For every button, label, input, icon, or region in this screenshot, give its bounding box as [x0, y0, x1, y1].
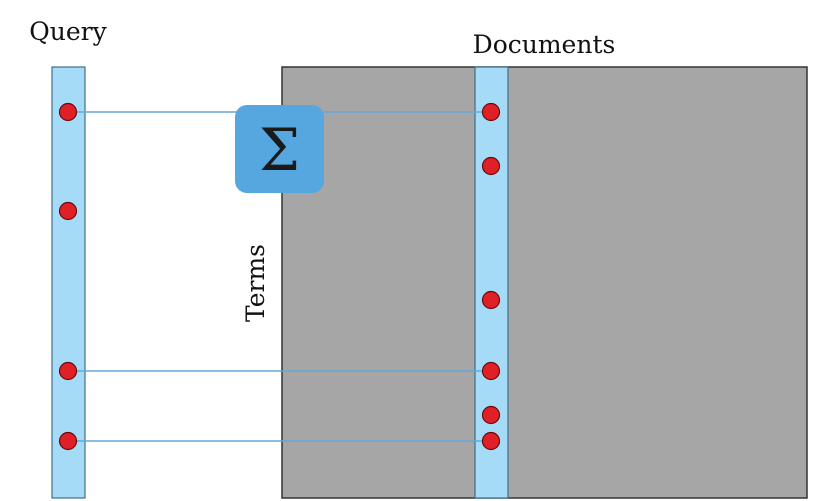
query-term-dot [58, 201, 78, 221]
query-vector [51, 66, 86, 499]
query-term-dot [58, 102, 78, 122]
query-label: Query [29, 17, 107, 46]
document-term-matrix [281, 66, 808, 499]
summation-box: Σ [235, 105, 324, 193]
query-term-dot [58, 431, 78, 451]
terms-label: Terms [241, 244, 270, 322]
document-term-dot [481, 405, 501, 425]
document-vector [474, 66, 509, 499]
document-term-dots [481, 102, 501, 451]
sigma-symbol: Σ [259, 116, 300, 184]
document-term-dot [481, 431, 501, 451]
document-term-dot [481, 290, 501, 310]
document-term-dot [481, 361, 501, 381]
summation-box-background [235, 105, 324, 193]
document-term-dot [481, 156, 501, 176]
documents-label: Documents [473, 30, 616, 59]
query-term-dots [58, 102, 78, 451]
document-term-dot [481, 102, 501, 122]
query-term-dot [58, 361, 78, 381]
